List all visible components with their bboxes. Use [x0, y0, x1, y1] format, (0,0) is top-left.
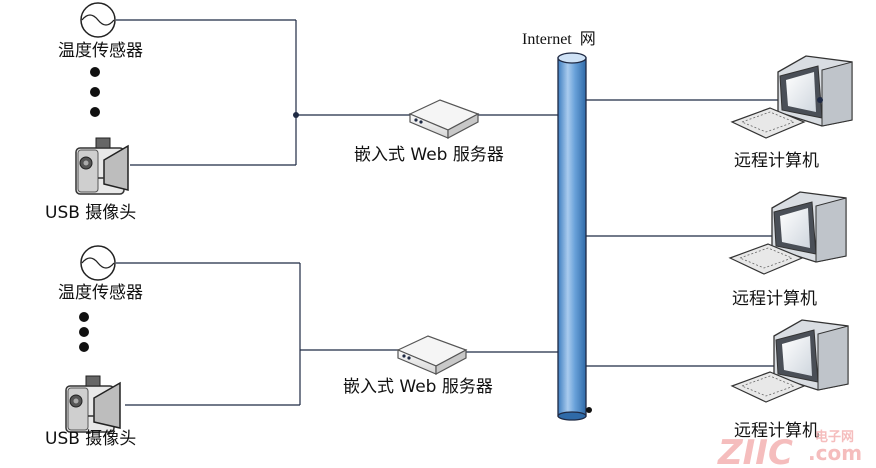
junction-dot — [586, 407, 592, 413]
camera-label: USB 摄像头 — [45, 429, 136, 449]
sensor-label: 温度传感器 — [58, 41, 143, 61]
remote-computer-icon — [728, 191, 847, 275]
group-2-wiring — [116, 262, 558, 406]
computer-label: 远程计算机 — [732, 289, 817, 309]
usb-camera-icon — [65, 375, 121, 433]
temperature-sensor-icon — [80, 2, 116, 38]
server-label: 嵌入式 Web 服务器 — [343, 377, 493, 397]
computer-label: 远程计算机 — [734, 151, 819, 171]
watermark-domain: .com — [808, 441, 862, 465]
remote-computer-icon — [730, 319, 849, 403]
computer-label: 远程计算机 — [734, 421, 819, 441]
sensor-label: 温度传感器 — [58, 283, 143, 303]
ellipsis-dots — [79, 312, 89, 352]
watermark-brand: ZIIC — [717, 433, 793, 468]
usb-camera-icon — [75, 137, 129, 195]
embedded-web-server-icon — [408, 99, 480, 139]
embedded-web-server-icon — [396, 335, 468, 375]
junction-dot — [817, 97, 823, 103]
internet-bus — [557, 52, 587, 421]
server-label: 嵌入式 Web 服务器 — [354, 145, 504, 165]
ellipsis-dots — [90, 67, 100, 117]
remote-computer-icon — [730, 55, 853, 139]
internet-label: Internet 网 — [522, 31, 596, 48]
temperature-sensor-icon — [80, 245, 116, 281]
camera-label: USB 摄像头 — [45, 203, 136, 223]
group-1-wiring — [116, 19, 558, 166]
junction-dot — [293, 112, 299, 118]
watermark-tagline: 电子网 — [815, 429, 854, 445]
watermark-logo: ZIIC .com 电子网 — [717, 429, 862, 468]
